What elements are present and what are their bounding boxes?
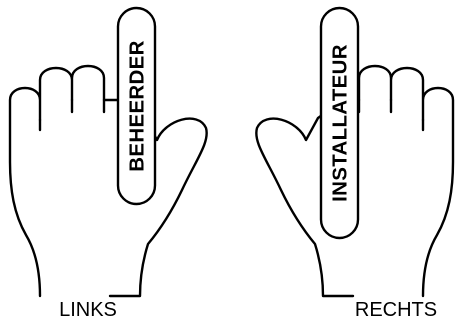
right-caption: RECHTS: [355, 299, 437, 321]
right-finger-label: INSTALLATEUR: [329, 44, 352, 202]
left-caption: LINKS: [59, 299, 117, 321]
left-finger-label: BEHEERDER: [126, 40, 149, 171]
left-hand: BEHEERDER: [10, 8, 207, 296]
right-hand: INSTALLATEUR: [256, 8, 453, 296]
left-hand-outline: [10, 66, 207, 296]
